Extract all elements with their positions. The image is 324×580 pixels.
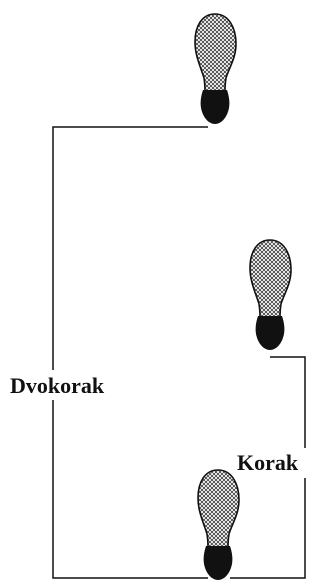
stride-label-bg bbox=[8, 370, 140, 400]
step-label: Korak bbox=[237, 450, 299, 475]
footprint-top bbox=[194, 13, 237, 125]
stride-label: Dvokorak bbox=[10, 373, 105, 398]
footprint-bottom bbox=[197, 469, 240, 580]
stride-bracket bbox=[52, 126, 208, 579]
footprint-middle bbox=[249, 239, 292, 351]
step-label-bg bbox=[236, 448, 324, 478]
